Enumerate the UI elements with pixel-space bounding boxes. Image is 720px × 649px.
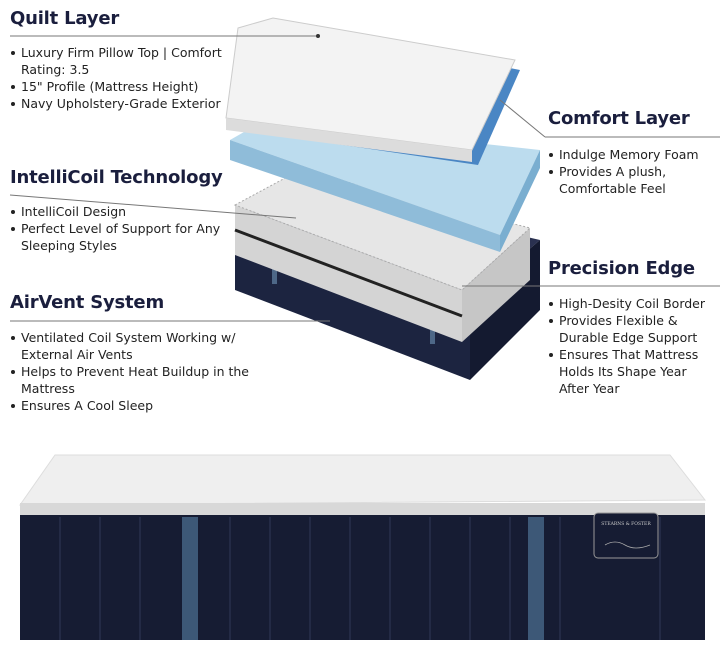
brand-tag (593, 512, 659, 559)
leader-lines (9, 34, 720, 322)
bullet-list: IntelliCoil Design Perfect Level of Supp… (10, 203, 245, 254)
bullet-item: High-Desity Coil Border (548, 295, 718, 312)
bullet-list: Luxury Firm Pillow Top | Comfort Rating:… (10, 44, 255, 112)
brand-label: STEARNS & FOSTER (601, 521, 651, 527)
bullet-item: 15" Profile (Mattress Height) (10, 78, 255, 95)
section-title: Comfort Layer (548, 108, 690, 129)
section-title: Quilt Layer (10, 8, 120, 29)
bullet-item: Ensures That Mattress Holds Its Shape Ye… (548, 346, 718, 397)
section-intellicoil: IntelliCoil Technology IntelliCoil Desig… (10, 167, 245, 254)
bullet-item: Provides A plush, Comfortable Feel (548, 163, 718, 197)
bullet-list: High-Desity Coil Border Provides Flexibl… (548, 295, 718, 397)
full-mattress-image: STEARNS & FOSTER (19, 454, 707, 640)
section-title: AirVent System (10, 292, 164, 313)
quilt-layer (225, 17, 520, 165)
air-vent (528, 517, 544, 640)
bullet-item: Ensures A Cool Sleep (10, 397, 250, 414)
bullet-item: Luxury Firm Pillow Top | Comfort Rating:… (10, 44, 255, 78)
section-quilt-layer: Quilt Layer Luxury Firm Pillow Top | Com… (10, 8, 255, 112)
section-title: IntelliCoil Technology (10, 167, 223, 188)
bullet-item: IntelliCoil Design (10, 203, 245, 220)
section-precision-edge: Precision Edge High-Desity Coil Border P… (548, 258, 718, 397)
bullet-item: Navy Upholstery-Grade Exterior (10, 95, 255, 112)
bullet-list: Ventilated Coil System Working w/ Extern… (10, 329, 250, 414)
bullet-item: Helps to Prevent Heat Buildup in the Mat… (10, 363, 250, 397)
bullet-item: Indulge Memory Foam (548, 146, 718, 163)
air-vent (182, 517, 198, 640)
bullet-item: Provides Flexible & Durable Edge Support (548, 312, 718, 346)
signature (604, 541, 651, 549)
section-airvent: AirVent System Ventilated Coil System Wo… (10, 292, 250, 414)
bullet-list: Indulge Memory Foam Provides A plush, Co… (548, 146, 718, 197)
section-comfort-layer: Comfort Layer Indulge Memory Foam Provid… (548, 108, 718, 197)
section-title: Precision Edge (548, 258, 695, 279)
coil-layer (233, 169, 532, 342)
bullet-item: Perfect Level of Support for Any Sleepin… (10, 220, 245, 254)
bullet-item: Ventilated Coil System Working w/ Extern… (10, 329, 250, 363)
